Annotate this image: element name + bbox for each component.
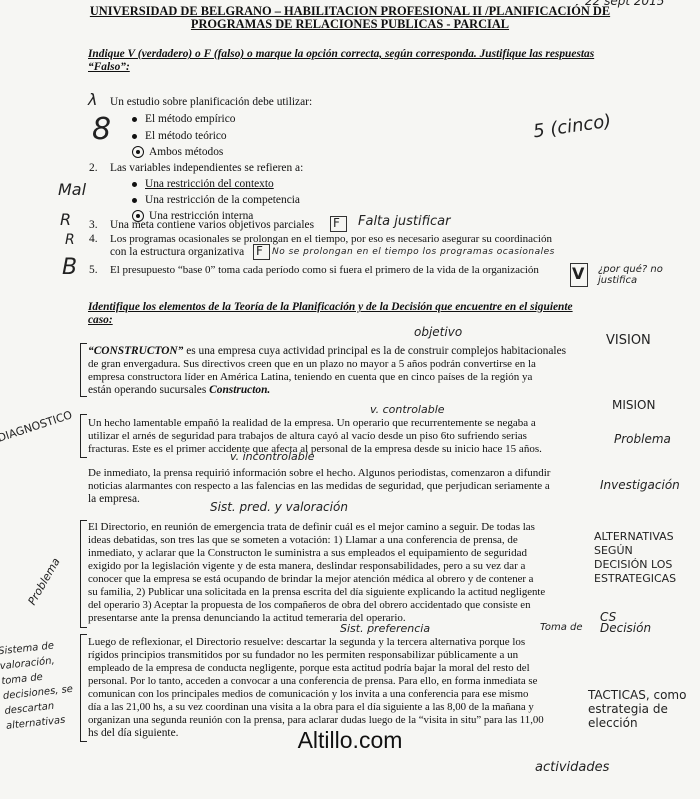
hw-toma-decision: Toma de [540,622,583,633]
para3-line-2: noticias alarmantes con respecto a las f… [88,480,550,492]
q4-answer-box [253,244,270,260]
hw-tacticas: TACTICAS, como estrategia de elección [588,688,687,730]
para3-line-1: De inmediato, la prensa requirió informa… [88,467,551,479]
hw-grade: 5 (cinco) [531,110,613,143]
header-line-1: UNIVERSIDAD DE BELGRANO – HABILITACION P… [89,4,611,18]
hw-cs-decision: CS Decisión [600,610,652,635]
q1-text: Un estudio sobre planificación debe util… [110,96,313,108]
hw-q4-answer: F [256,244,263,258]
para4-line-3: inmediato, y aclarar que la Constructon … [88,547,527,559]
q4-line-2: con la estructura organizativa [110,246,245,258]
para1-bracket [80,343,87,397]
para5-line-8: hs del día siguiente. [88,727,179,739]
hw-q1-side: 8 [92,112,112,147]
para1-line-2: de gran envergadura. Sus directivos cree… [88,358,536,370]
hw-problema-left: Problema [25,555,63,608]
hw-mision: MISION [612,398,656,412]
hw-v-controlable: v. controlable [370,403,445,416]
para2-bracket [80,414,87,458]
q1-option-2: El método teórico [132,130,227,143]
q4-num: 4. [89,233,98,245]
q2-text: Las variables independientes se refieren… [110,162,304,174]
q1-option-1: El método empírico [132,113,235,126]
q2-option-1: Una restricción del contexto [132,178,274,191]
q1-option-3: Ambos métodos [132,146,223,159]
corner-date: 22 sept 2015 [585,0,665,8]
selected-radio-icon [132,146,144,159]
para5-bracket [80,634,87,742]
para1-line-4: están operando sucursales Constructon. [88,384,271,396]
bullet-icon [132,133,137,139]
hw-q5-note: ¿por qué? no justifica [598,264,663,286]
exam-header: UNIVERSIDAD DE BELGRANO – HABILITACION P… [80,5,620,31]
hw-q5-answer: V [572,264,585,283]
para3-line-3: la empresa. [88,493,140,505]
para4-line-5: conocer que la empresa se está ocupando … [88,573,534,585]
para5-line-2: rígidos principios transmitidos por su f… [88,649,519,661]
q4-line-1: Los programas ocasionales se prolongan e… [110,233,552,245]
hw-alternativas: ALTERNATIVAS SEGÚN DECISIÓN LOS ESTRATEG… [594,530,677,585]
q3-text: Una meta contiene varios objetivos parci… [110,219,315,231]
hw-r5: B [62,255,78,280]
q5-answer-box [570,263,588,287]
para5-line-4: personal. Por lo tanto, acceden a convoc… [88,675,538,687]
hw-sistema-valoracion: Sistema de valoración, toma de decisione… [0,640,74,732]
para2-line-1: Un hecho lamentable empañó la realidad d… [88,417,536,429]
hw-problema: Problema [614,432,671,446]
para5-line-6: día a las 21,00 hs, a su vez coordinan u… [88,701,534,713]
para4-bracket [80,520,87,628]
bullet-icon [132,197,137,203]
hw-objetivo: objetivo [414,325,463,339]
hw-q3-note: Falta justificar [358,214,451,229]
para4-line-6: su familia, 2) Publicar una solicitada e… [88,586,546,598]
para4-line-1: El Directorio, en reunión de emergencia … [88,521,535,533]
hw-q3-answer: F [333,216,340,230]
hw-mal: Mal [58,180,87,199]
para4-line-2: ideas debatidas, son tres las que se som… [88,534,518,546]
hw-sist-valores: Sist. pred. y valoración [210,500,348,514]
q2-option-2: Una restricción de la competencia [132,194,300,207]
q2-num: 2. [89,162,98,174]
selected-radio-icon [132,210,144,223]
hw-q1-mark: λ [88,90,98,109]
q3-num: 3. [89,219,98,231]
q5-text: El presupuesto “base 0” toma cada períod… [110,264,539,276]
hw-actividades: actividades [535,760,610,775]
para4-line-7: del operario 3) Aceptar la propuesta de … [88,599,531,611]
hw-sist-preferencias: Sist. preferencia [340,622,431,635]
section2-instruction: Identifique los elementos de la Teoría d… [88,301,573,326]
q3-answer-box [330,216,347,232]
hw-diagnostico: DIAGNOSTICO [0,408,74,445]
para5-line-5: comunican con los principales medios de … [88,688,529,700]
hw-v-incontrolable: v. incontrolable [230,450,315,463]
para1-line-1: “CONSTRUCTON” es una empresa cuya activi… [88,345,567,357]
hw-vision: VISION [606,333,651,348]
watermark: Altillo.com [297,727,403,753]
hw-investigacion: Investigación [600,478,680,492]
para5-line-1: Luego de reflexionar, el Directorio resu… [88,636,526,648]
para5-line-7: organizan una segunda reunión con la pre… [88,714,544,726]
para4-line-8: presentarse ante la prensa denunciando l… [88,612,406,624]
section1-instruction: Indique V (verdadero) o F (falso) o marq… [88,48,595,73]
hw-r4: R [65,232,75,248]
q2-option-3: Una restricción interna [132,210,253,223]
bullet-icon [132,116,137,122]
hw-q4-note: No se prolongan en el tiempo los program… [272,247,555,257]
para2-line-2: utilizar el arnés de seguridad para trab… [88,430,527,442]
para5-line-3: empleado de la empresa de conducta negli… [88,662,530,674]
bullet-icon [132,181,137,187]
para1-line-3: empresa constructora líder en América La… [88,371,533,383]
hw-r2: R [60,210,72,229]
q5-num: 5. [89,264,98,276]
para2-line-3: fracturas. Este es el primer accidente q… [88,443,542,455]
header-line-2: PROGRAMAS DE RELACIONES PUBLICAS - PARCI… [190,17,510,31]
para4-line-4: exigido por la legislación vigente y de … [88,560,526,572]
